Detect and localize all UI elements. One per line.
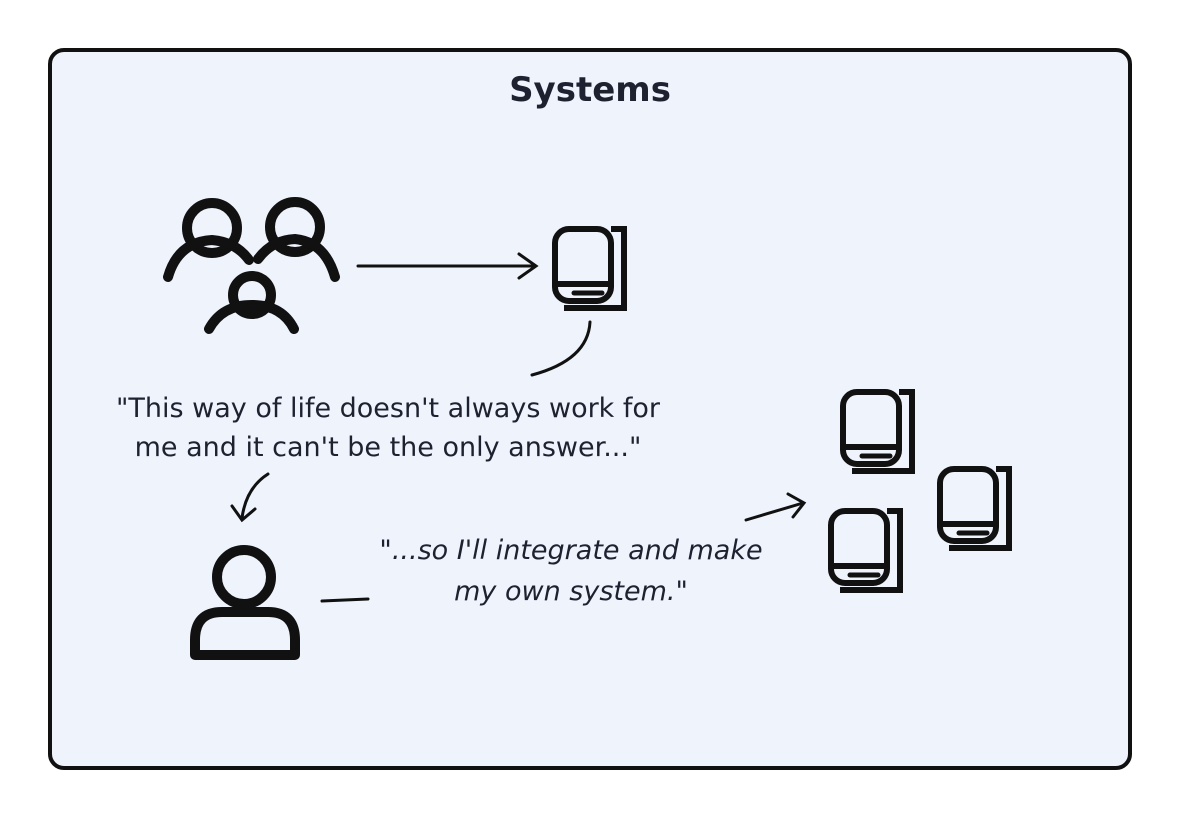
connector-person-to-quote (320, 597, 370, 603)
group-icon (163, 197, 340, 334)
connector-book-to-quote (530, 320, 592, 377)
quote-2-line-2: my own system." (454, 576, 688, 607)
arrow-group-to-book (356, 252, 539, 280)
quote-1-line-1: "This way of life doesn't always work fo… (116, 393, 661, 424)
arrow-quote-to-books (744, 492, 807, 522)
quote-2-line-1: "...so I'll integrate and make (379, 535, 762, 566)
diagram-title: Systems (509, 70, 671, 110)
person-icon (190, 545, 300, 660)
arrow-quote-to-person (230, 472, 270, 523)
quote-1-line-2: me and it can't be the only answer..." (135, 432, 642, 463)
